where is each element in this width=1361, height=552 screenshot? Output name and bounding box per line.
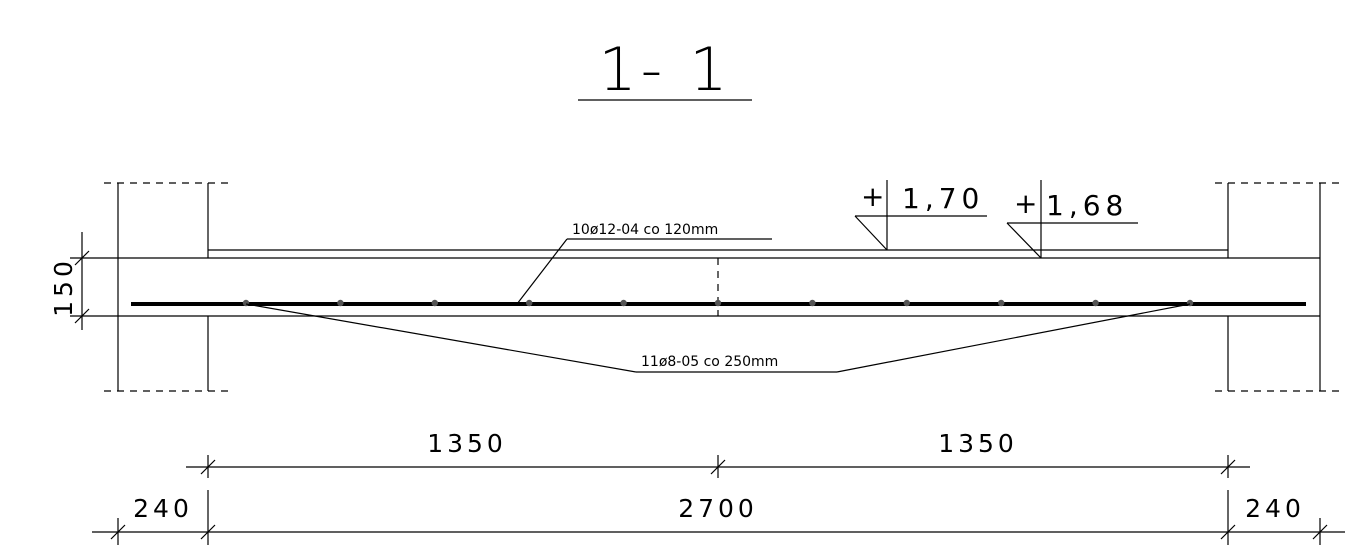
thickness-label: 150	[49, 257, 78, 317]
upper-dim-2: 1350	[938, 429, 1018, 458]
level-1-sign: +	[861, 180, 889, 213]
level-1-value: 1,70	[902, 182, 984, 215]
lower-dim-1: 240	[133, 494, 193, 523]
lower-dim-2: 2700	[678, 494, 758, 523]
rebar-dot	[809, 299, 816, 307]
thickness-dimension: 150	[49, 232, 118, 330]
rebar-dot	[1092, 299, 1099, 307]
upper-dim-1: 1350	[427, 429, 507, 458]
rebar-dot	[998, 299, 1005, 307]
rebar-dot	[714, 299, 722, 307]
rebar-dots	[242, 299, 1194, 307]
rebar-bottom-label: 11ø8-05 co 250mm	[641, 354, 778, 370]
rebar-dot	[337, 299, 344, 307]
slab	[118, 249, 1320, 317]
lower-dim-3: 240	[1245, 494, 1305, 523]
rebar-dot	[903, 299, 910, 307]
rebar-bottom-callout: 11ø8-05 co 250mm	[245, 303, 1191, 373]
right-wall	[1215, 182, 1345, 392]
level-marker-2: + 1,68	[1006, 180, 1138, 259]
upper-dimension-chain: 1350 1350	[186, 429, 1250, 478]
rebar-dot	[431, 299, 438, 307]
rebar-dot	[620, 299, 627, 307]
section-title: 1- 1	[598, 35, 731, 105]
level-2-sign: +	[1014, 187, 1042, 220]
left-wall	[104, 182, 230, 392]
rebar-top-callout: 10ø12-04 co 120mm	[516, 222, 772, 305]
level-marker-1: + 1,70	[854, 180, 987, 251]
lower-dimension-chain: 240 2700 240	[92, 490, 1345, 545]
level-2-value: 1,68	[1046, 189, 1128, 222]
rebar-top-label: 10ø12-04 co 120mm	[572, 222, 718, 238]
rebar-dot	[1186, 299, 1194, 307]
rebar-dot	[526, 299, 533, 307]
rebar-dot	[242, 299, 250, 307]
